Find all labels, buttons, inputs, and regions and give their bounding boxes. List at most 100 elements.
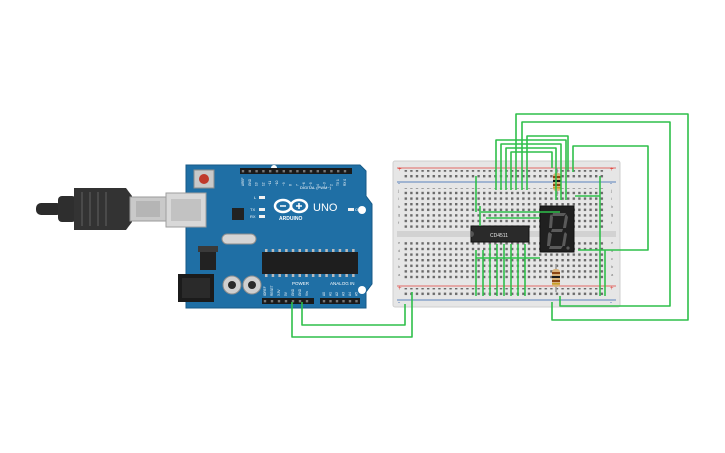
digital-pin[interactable] [330, 170, 333, 173]
digital-pin-label: GND [248, 178, 252, 186]
digital-pin[interactable] [343, 170, 347, 173]
chip-pin [298, 274, 301, 277]
label-tx: TX [250, 207, 255, 212]
upper-terminal-holes[interactable] [404, 188, 606, 228]
digital-pin-label: ~5 [309, 182, 313, 186]
digital-pin-label: 2 [329, 184, 333, 186]
rail-plus-symbol: + [610, 286, 614, 292]
lower-terminal-holes[interactable] [404, 240, 606, 280]
row-letter: d [398, 248, 400, 253]
seven-segment-display[interactable] [539, 205, 575, 253]
chip-pin [291, 274, 295, 277]
row-letter: e [398, 240, 401, 245]
power-pin-label: 3.3V [277, 289, 281, 296]
power-pin[interactable] [284, 300, 288, 303]
rail-minus-symbol: - [398, 181, 400, 187]
analog-pin-label: A3 [342, 292, 346, 296]
resistor-bottom[interactable] [552, 264, 560, 292]
row-letter: g [611, 212, 613, 217]
power-pin[interactable] [277, 300, 281, 303]
power-header[interactable] [262, 298, 314, 304]
digital-pin[interactable] [248, 170, 251, 173]
usb-cable[interactable] [36, 188, 167, 230]
power-pin[interactable] [263, 300, 267, 303]
chip-pin [338, 274, 342, 277]
led-on [348, 208, 354, 211]
cd4511-ic[interactable]: CD4511 [470, 225, 530, 243]
analog-pin[interactable] [335, 300, 339, 303]
wire-loop [521, 121, 671, 307]
power-pin[interactable] [291, 300, 295, 303]
row-letter: f [398, 220, 400, 225]
analog-header[interactable] [320, 298, 360, 304]
analog-pin-label: A0 [322, 292, 326, 296]
wire-loop [526, 135, 569, 190]
digital-pin[interactable] [296, 170, 299, 173]
row-letter: h [611, 204, 613, 209]
digital-header[interactable] [240, 168, 352, 174]
digital-pin[interactable] [309, 170, 313, 173]
power-label: POWER [292, 281, 310, 286]
analog-pin[interactable] [322, 300, 326, 303]
digital-pin[interactable] [262, 170, 265, 173]
chip-pin [332, 249, 335, 252]
led-rx [259, 215, 265, 218]
led-l [259, 196, 265, 199]
digital-pin[interactable] [323, 170, 326, 173]
bottom-rail-holes[interactable] [404, 288, 606, 298]
analog-pin-label: A2 [335, 292, 339, 296]
digital-pin-label: TX 1 [336, 179, 340, 186]
digital-pin[interactable] [269, 170, 272, 173]
atmega-chip [262, 252, 358, 274]
top-rail-holes[interactable] [404, 170, 606, 180]
label-l: L [254, 195, 257, 200]
digital-pin[interactable] [241, 170, 245, 173]
analog-label: ANALOG IN [330, 281, 355, 286]
digital-pin[interactable] [337, 170, 340, 173]
analog-pin[interactable] [329, 300, 332, 303]
analog-pin[interactable] [355, 300, 358, 303]
wire-loop [510, 151, 553, 190]
wire-loop [515, 113, 689, 321]
digital-pin[interactable] [316, 170, 319, 173]
chip-pin [305, 249, 308, 252]
power-pin-label: RESET [270, 285, 274, 296]
chip-pin [338, 249, 342, 252]
rail-plus-symbol: + [610, 167, 614, 173]
crystal [221, 233, 257, 245]
power-pin-label: 5V [284, 291, 288, 296]
digital-pin-label: ~11 [268, 181, 272, 186]
digital-pin-label: 13 [255, 182, 259, 186]
digital-pin[interactable] [303, 170, 306, 173]
chip-pin [285, 274, 288, 277]
mount-hole [358, 206, 366, 214]
chip-pin [271, 274, 275, 277]
power-pin[interactable] [298, 300, 302, 303]
chip-pin [318, 249, 322, 252]
row-letter: c [398, 256, 400, 261]
chip-pin [265, 274, 268, 277]
chip-pin [311, 274, 315, 277]
rail-plus-symbol: + [398, 167, 402, 173]
row-letter: j [610, 188, 612, 193]
digital-pin-label: ~6 [302, 182, 306, 186]
digital-pin[interactable] [275, 170, 279, 173]
wires[interactable] [291, 113, 689, 338]
row-letter: e [611, 240, 614, 245]
analog-pin[interactable] [342, 300, 345, 303]
row-letter: j [397, 188, 399, 193]
chip-pin [352, 249, 355, 252]
resistor-top[interactable] [553, 168, 561, 196]
digital-pin[interactable] [255, 170, 258, 173]
analog-pin[interactable] [348, 300, 352, 303]
digital-pin[interactable] [289, 170, 292, 173]
digital-pin[interactable] [282, 170, 285, 173]
row-letter: f [611, 220, 613, 225]
wire-loop [572, 145, 649, 251]
power-pin[interactable] [270, 300, 274, 303]
power-pin-label: GND [298, 288, 302, 296]
power-pin[interactable] [305, 300, 309, 303]
digital-pin-label: ~3 [323, 182, 327, 186]
